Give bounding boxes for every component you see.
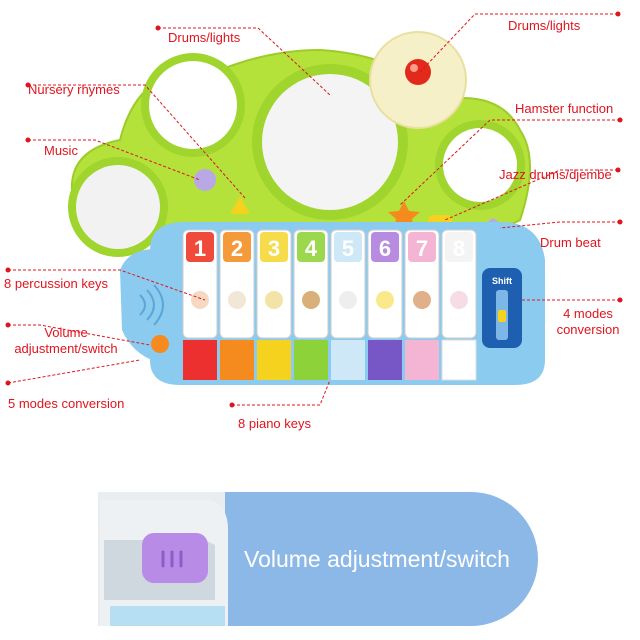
toy-piano-illustration: 1 2 3 4 5 6 7 8 Shift bbox=[68, 31, 545, 385]
shift-slider[interactable] bbox=[498, 310, 506, 322]
key-number-3: 3 bbox=[268, 236, 280, 261]
leader-piano-keys bbox=[232, 379, 331, 406]
key-number-7: 7 bbox=[416, 236, 428, 261]
volume-switch-closeup[interactable] bbox=[142, 533, 208, 583]
leader-music bbox=[28, 139, 201, 181]
drum-right bbox=[435, 120, 525, 210]
drum-light bbox=[369, 31, 467, 129]
label-volume-line1: Volume bbox=[44, 325, 88, 340]
shift-label: Shift bbox=[492, 276, 512, 286]
leader-nursery-rhymes bbox=[28, 84, 246, 199]
label-volume-line2: adjustment/switch bbox=[14, 341, 118, 356]
annotation-lines bbox=[5, 11, 623, 408]
music-button[interactable] bbox=[194, 169, 216, 191]
leader-hamster bbox=[399, 119, 620, 206]
drum-left-top bbox=[141, 53, 245, 157]
piano-key-3[interactable] bbox=[257, 340, 291, 380]
label-four-modes: 4 modes conversion bbox=[542, 306, 634, 338]
key-number-4: 4 bbox=[305, 236, 318, 261]
banner-text: Volume adjustment/switch bbox=[244, 546, 510, 572]
leader-drums-right bbox=[419, 13, 618, 73]
label-nursery-rhymes: Nursery rhymes bbox=[28, 82, 120, 97]
drum-center bbox=[252, 64, 408, 220]
drum-left-bottom bbox=[68, 157, 168, 257]
leader-volume bbox=[8, 324, 151, 346]
leader-drums-left bbox=[158, 27, 331, 96]
piano-key-8[interactable] bbox=[441, 339, 477, 381]
volume-switch[interactable] bbox=[151, 335, 169, 353]
label-five-modes: 5 modes conversion bbox=[8, 396, 125, 411]
label-drums-lights-right: Drums/lights bbox=[508, 18, 581, 33]
label-volume: Volume adjustment/switch bbox=[4, 325, 128, 357]
label-music: Music bbox=[44, 143, 78, 158]
label-percussion-keys: 8 percussion keys bbox=[4, 276, 109, 291]
leader-drum-beat bbox=[499, 221, 620, 229]
label-piano-keys: 8 piano keys bbox=[238, 416, 311, 431]
label-jazz-drums: Jazz drums/djembe bbox=[499, 167, 612, 182]
key-number-2: 2 bbox=[231, 236, 243, 261]
mode-shift-panel: Shift bbox=[482, 268, 522, 348]
piano-key-4[interactable] bbox=[294, 340, 328, 380]
key-number-6: 6 bbox=[379, 236, 391, 261]
percussion-bars: 1 2 3 4 5 6 7 8 bbox=[182, 229, 477, 339]
leader-percussion bbox=[8, 269, 206, 301]
key-number-8: 8 bbox=[453, 236, 465, 261]
label-four-modes-line1: 4 modes bbox=[563, 306, 613, 321]
piano-key-7[interactable] bbox=[405, 340, 439, 380]
nursery-rhymes-button[interactable] bbox=[230, 196, 250, 214]
label-hamster-function: Hamster function bbox=[515, 101, 614, 116]
key-number-5: 5 bbox=[342, 236, 354, 261]
speaker-grill bbox=[139, 284, 164, 326]
piano-key-5[interactable] bbox=[331, 340, 365, 380]
label-drum-beat: Drum beat bbox=[540, 235, 601, 250]
leader-five-modes bbox=[7, 359, 141, 384]
label-four-modes-line2: conversion bbox=[556, 322, 620, 337]
piano-keys bbox=[183, 339, 477, 381]
animal-icons bbox=[191, 291, 468, 309]
piano-key-1[interactable] bbox=[183, 340, 217, 380]
label-drums-lights-left: Drums/lights bbox=[168, 30, 241, 45]
piano-key-2[interactable] bbox=[220, 340, 254, 380]
key-number-1: 1 bbox=[194, 236, 206, 261]
leader-jazz bbox=[444, 169, 618, 221]
piano-key-6[interactable] bbox=[368, 340, 402, 380]
